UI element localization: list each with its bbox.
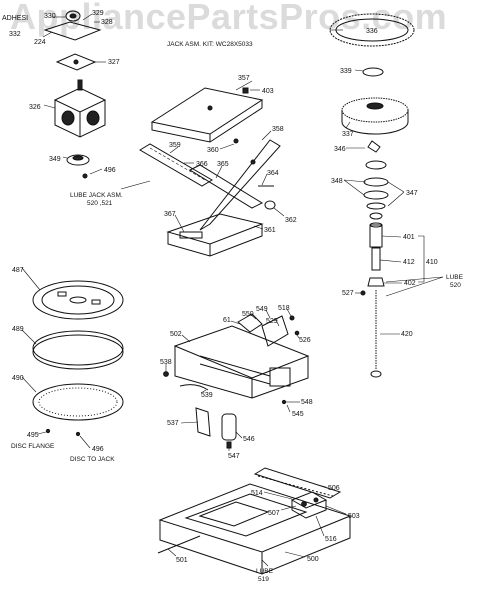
part-label-357: 357 (238, 75, 250, 82)
part-label-547: 547 (228, 453, 240, 460)
part-label-401: 401 (403, 234, 415, 241)
part-label-365: 365 (217, 161, 229, 168)
part-label-420: 420 (401, 331, 413, 338)
carriage-507 (290, 491, 328, 519)
part-label-358: 358 (272, 126, 284, 133)
part-label-330: 330 (44, 13, 56, 20)
small-parts-cluster (163, 313, 300, 449)
gear-337 (341, 97, 409, 135)
watermark: AppliancePartsPros.com (10, 0, 448, 37)
ring-489 (32, 330, 124, 370)
part-label-507: 507 (268, 510, 280, 517)
spindle-stack (360, 140, 389, 378)
part-label-549: 549 (256, 306, 268, 313)
part-label-548: 548 (301, 399, 313, 406)
screw-495 (45, 428, 51, 434)
part-label-360: 360 (207, 147, 219, 154)
disc-487 (32, 280, 124, 320)
part-label-538: 538 (160, 359, 172, 366)
part-label-546: 546 (243, 436, 255, 443)
part-label-326: 326 (29, 104, 41, 111)
jack-top-plate-357 (150, 87, 264, 143)
part-label-329: 329 (92, 10, 104, 17)
flange-490 (32, 383, 124, 421)
adhesive-caption: ADHESI (2, 15, 28, 22)
part-label-349: 349 (49, 156, 61, 163)
base-tray-500 (158, 483, 352, 575)
disc-to-jack-caption: DISC TO JACK (70, 456, 115, 463)
part-number-callouts: 330 332 224 329 328 327 336 339 337 357 … (9, 10, 438, 564)
part-label-496-lower: 496 (92, 446, 104, 453)
part-label-367: 367 (164, 211, 176, 218)
part-label-224: 224 (34, 39, 46, 46)
lube-519-caption-2: 519 (258, 576, 269, 583)
coupling-349 (66, 154, 90, 179)
part-label-514: 514 (251, 490, 263, 497)
part-label-516: 516 (325, 536, 337, 543)
lube-jack-caption-1: LUBE JACK ASM. (70, 192, 123, 199)
part-label-550: 550 (242, 311, 254, 318)
part-label-501: 501 (176, 557, 188, 564)
part-label-362: 362 (285, 217, 297, 224)
part-label-526: 526 (299, 337, 311, 344)
lube-jack-caption-2: 520 ,521 (87, 200, 113, 207)
part-label-348: 348 (331, 178, 343, 185)
part-label-410: 410 (426, 259, 438, 266)
part-label-346: 346 (334, 146, 346, 153)
jack-scissor-arms (139, 138, 281, 231)
part-label-545: 545 (292, 411, 304, 418)
part-label-502: 502 (170, 331, 182, 338)
part-label-500: 500 (307, 556, 319, 563)
part-label-328: 328 (101, 19, 113, 26)
part-label-361: 361 (264, 227, 276, 234)
part-label-403: 403 (262, 88, 274, 95)
screw-496 (75, 431, 81, 437)
part-label-347: 347 (406, 190, 418, 197)
part-label-61: 61 (223, 317, 231, 324)
lube-520-caption-2: 520 (450, 282, 461, 289)
part-label-490: 490 (12, 375, 24, 382)
part-label-364: 364 (267, 170, 279, 177)
part-label-495: 495 (27, 432, 39, 439)
part-label-537: 537 (167, 420, 179, 427)
motor-326 (53, 79, 107, 138)
part-label-339: 339 (340, 68, 352, 75)
lube-519-caption-1: LUBE (256, 568, 274, 575)
part-label-518: 518 (278, 305, 290, 312)
part-label-539: 539 (201, 392, 213, 399)
jack-kit-caption: JACK ASM. KIT: WC28X5033 (167, 41, 253, 48)
part-label-337: 337 (342, 131, 354, 138)
snap-ring-339 (362, 67, 384, 77)
jack-base-frame-367 (166, 213, 264, 257)
part-label-336: 336 (366, 28, 378, 35)
part-label-359: 359 (169, 142, 181, 149)
part-label-402: 402 (404, 280, 416, 287)
part-label-489: 489 (12, 326, 24, 333)
part-label-487: 487 (12, 267, 24, 274)
rod-501 (157, 535, 201, 554)
part-label-327: 327 (108, 59, 120, 66)
leader-lines (21, 13, 444, 567)
rail-506 (253, 467, 342, 499)
bracket-assembly-502 (173, 325, 310, 399)
part-label-412: 412 (403, 259, 415, 266)
part-label-506: 506 (328, 485, 340, 492)
part-label-527: 527 (342, 290, 354, 297)
disc-flange-caption: DISC FLANGE (11, 443, 55, 450)
part-label-366: 366 (196, 161, 208, 168)
part-label-503: 503 (348, 513, 360, 520)
part-label-496-upper: 496 (104, 167, 116, 174)
part-label-529: 529 (266, 318, 278, 325)
lube-520-caption-1: LUBE (446, 274, 464, 281)
part-label-332: 332 (9, 31, 21, 38)
